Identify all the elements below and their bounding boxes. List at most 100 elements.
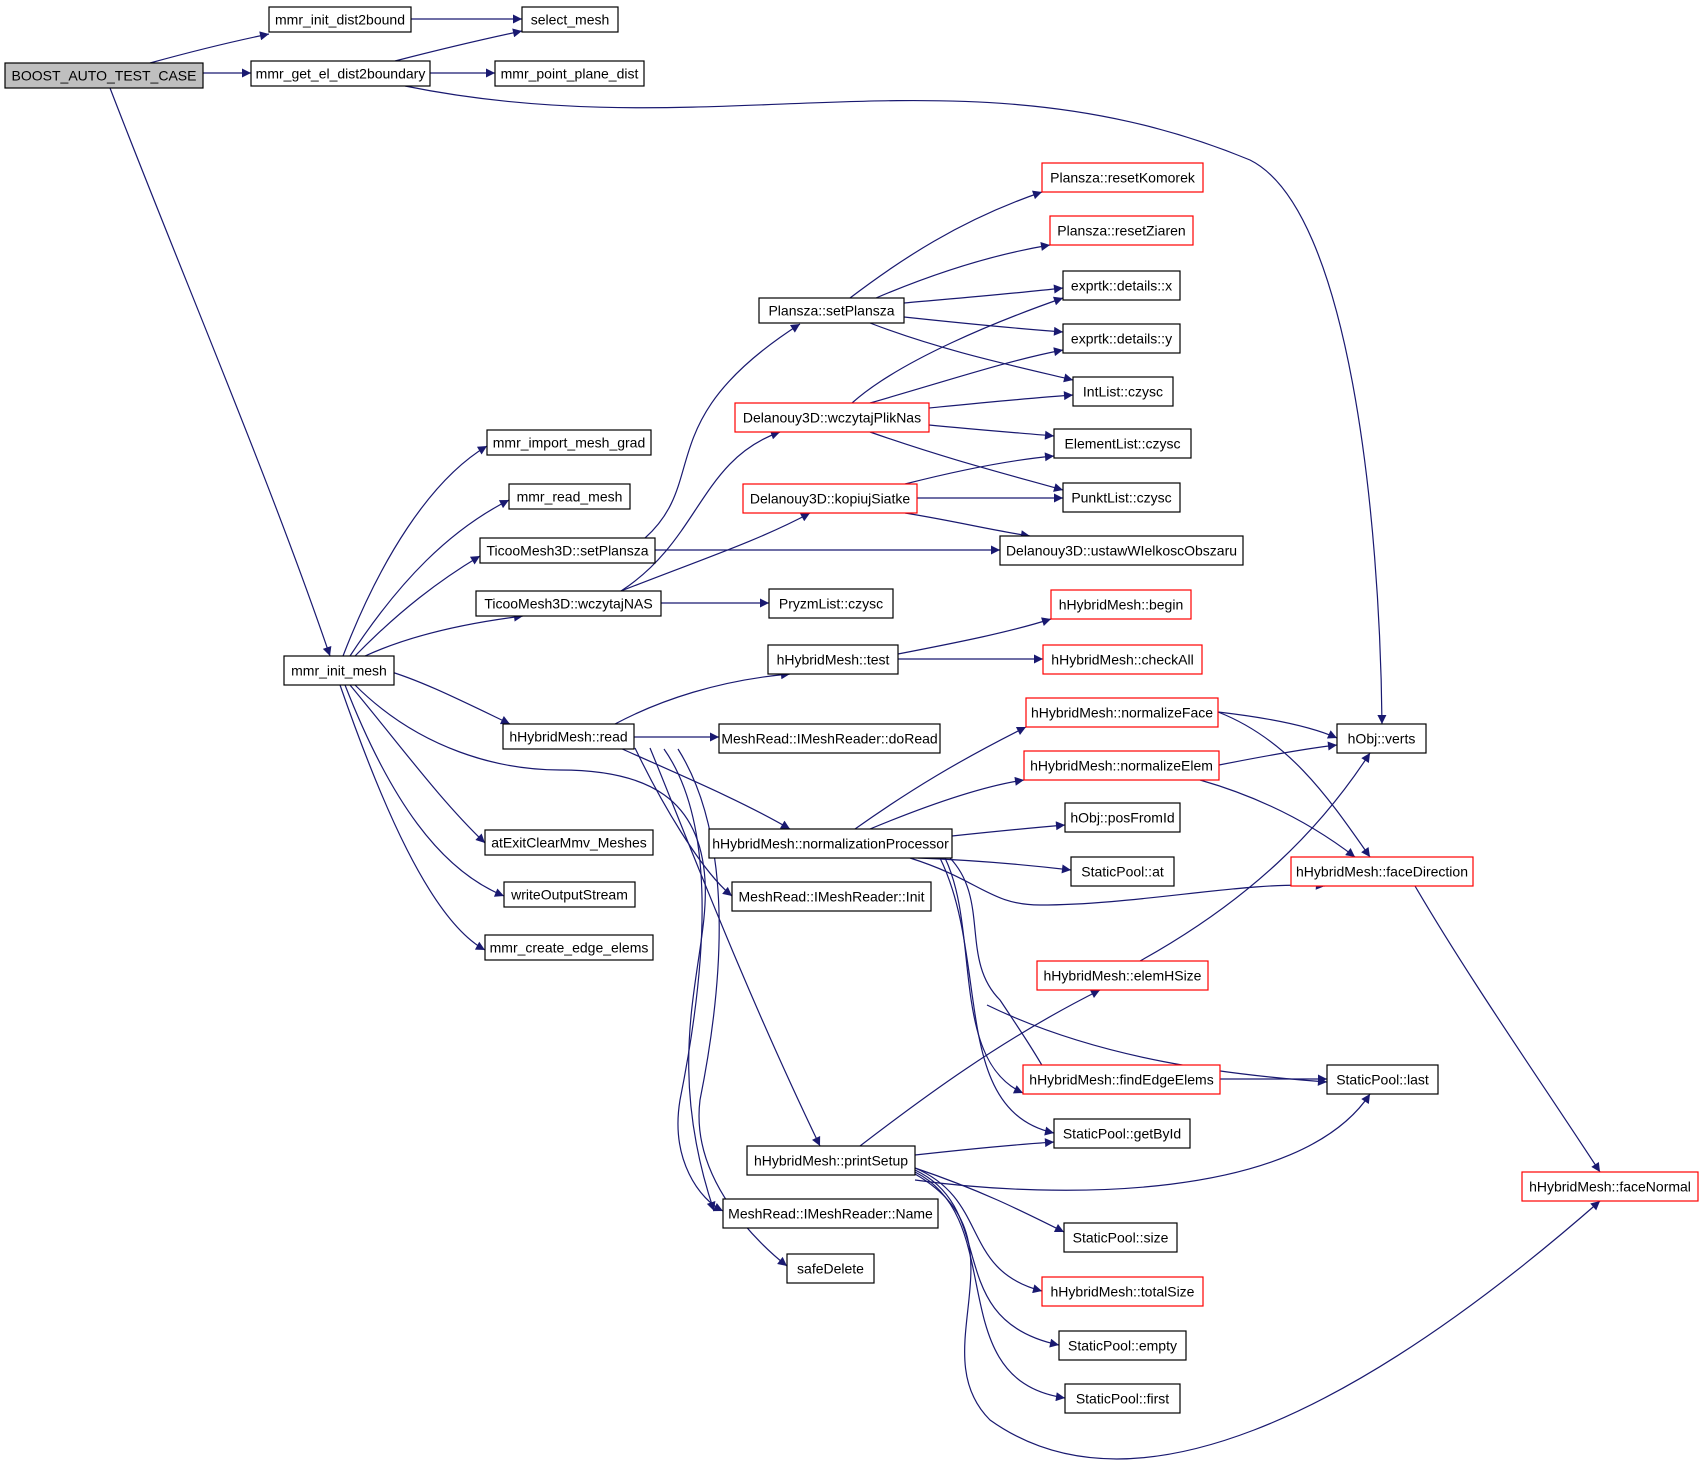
function-node[interactable]: StaticPool::size <box>1063 1222 1178 1253</box>
function-node[interactable]: hObj::verts <box>1336 723 1427 754</box>
function-node[interactable]: StaticPool::empty <box>1058 1330 1187 1361</box>
call-edge <box>364 612 524 657</box>
call-edge <box>1139 752 1371 962</box>
function-node[interactable]: ElementList::czysc <box>1053 428 1192 459</box>
call-edge <box>903 284 1064 304</box>
function-node[interactable]: exprtk::details::x <box>1062 270 1181 301</box>
call-edge <box>939 857 1055 1136</box>
function-node-label: StaticPool::at <box>1081 864 1164 880</box>
function-node[interactable]: mmr_create_edge_elems <box>484 934 654 961</box>
call-edge <box>851 296 1064 404</box>
function-node[interactable]: BOOST_AUTO_TEST_CASE <box>4 62 204 89</box>
call-edge <box>928 424 1055 440</box>
function-node[interactable]: Plansza::resetZiaren <box>1049 215 1194 246</box>
call-edge <box>904 452 1055 485</box>
call-edge <box>903 316 1064 336</box>
function-node[interactable]: hHybridMesh::normalizeElem <box>1023 750 1220 781</box>
function-node-label: mmr_get_el_dist2boundary <box>256 66 426 82</box>
function-node[interactable]: hHybridMesh::begin <box>1050 589 1192 620</box>
function-node-label: StaticPool::first <box>1076 1391 1169 1407</box>
function-node-box <box>1041 162 1204 193</box>
function-node[interactable]: MeshRead::IMeshReader::Name <box>722 1198 939 1229</box>
function-node[interactable]: hHybridMesh::normalizeFace <box>1025 697 1219 728</box>
function-node[interactable]: select_mesh <box>521 6 619 33</box>
function-node-box <box>479 537 656 564</box>
function-node[interactable]: writeOutputStream <box>503 881 636 908</box>
function-node[interactable]: mmr_get_el_dist2boundary <box>250 60 431 87</box>
function-node[interactable]: mmr_point_plane_dist <box>494 60 645 87</box>
function-node[interactable]: hHybridMesh::printSetup <box>746 1145 916 1176</box>
function-node[interactable]: hHybridMesh::checkAll <box>1042 644 1203 675</box>
function-node[interactable]: hHybridMesh::elemHSize <box>1036 960 1209 991</box>
function-node-box <box>1049 215 1194 246</box>
function-node-label: mmr_point_plane_dist <box>501 66 639 82</box>
call-edge <box>1217 711 1338 739</box>
function-node[interactable]: StaticPool::getById <box>1053 1118 1191 1149</box>
function-node-label: hHybridMesh::elemHSize <box>1044 968 1202 984</box>
call-edges <box>109 14 1601 1460</box>
function-node[interactable]: mmr_read_mesh <box>508 483 631 510</box>
function-node[interactable]: TicooMesh3D::setPlansza <box>479 537 656 564</box>
function-node[interactable]: Delanouy3D::ustawWIelkoscObszaru <box>999 535 1244 566</box>
function-node[interactable]: hHybridMesh::findEdgeElems <box>1022 1064 1221 1095</box>
function-node[interactable]: Plansza::setPlansza <box>758 297 905 324</box>
function-node-box <box>1058 1330 1187 1361</box>
function-node-label: hObj::verts <box>1348 731 1416 747</box>
function-node[interactable]: StaticPool::at <box>1070 856 1175 887</box>
call-edge <box>914 1093 1371 1191</box>
function-node-box <box>758 297 905 324</box>
function-node[interactable]: hHybridMesh::faceDirection <box>1290 856 1474 887</box>
function-node[interactable]: Delanouy3D::wczytajPlikNas <box>734 402 930 433</box>
function-node-label: Plansza::resetKomorek <box>1050 170 1196 186</box>
function-node-box <box>1053 1118 1191 1149</box>
function-node[interactable]: Delanouy3D::kopiujSiatke <box>742 483 918 514</box>
function-node[interactable]: hHybridMesh::test <box>767 644 899 675</box>
function-node-label: safeDelete <box>797 1261 864 1277</box>
function-node-label: MeshRead::IMeshReader::doRead <box>721 731 937 747</box>
function-node-label: hHybridMesh::checkAll <box>1051 652 1193 668</box>
function-node[interactable]: StaticPool::last <box>1326 1064 1439 1095</box>
function-node-box <box>1053 428 1192 459</box>
function-node[interactable]: safeDelete <box>786 1253 875 1284</box>
function-node-label: hHybridMesh::begin <box>1059 597 1184 613</box>
function-node[interactable]: hHybridMesh::read <box>502 723 635 750</box>
function-node-box <box>1042 644 1203 675</box>
function-node-label: writeOutputStream <box>510 887 628 903</box>
call-edge <box>1217 711 1371 858</box>
function-node[interactable]: TicooMesh3D::wczytajNAS <box>475 590 662 617</box>
function-node[interactable]: mmr_init_dist2bound <box>268 6 412 33</box>
call-edge <box>909 857 1326 906</box>
call-edge <box>854 726 1027 830</box>
function-node[interactable]: PryzmList::czysc <box>768 588 894 619</box>
function-node-label: Delanouy3D::wczytajPlikNas <box>743 410 921 426</box>
function-node[interactable]: hObj::posFromId <box>1064 802 1181 833</box>
call-edge <box>344 684 505 897</box>
call-edge <box>349 684 486 844</box>
function-node-box <box>508 483 631 510</box>
function-node[interactable]: IntList::czysc <box>1072 376 1174 407</box>
function-node[interactable]: PunktList::czysc <box>1062 482 1181 513</box>
function-node[interactable]: exprtk::details::y <box>1062 323 1181 354</box>
function-node-label: hHybridMesh::totalSize <box>1051 1284 1195 1300</box>
function-node[interactable]: StaticPool::first <box>1064 1383 1181 1414</box>
function-node[interactable]: hHybridMesh::totalSize <box>1041 1276 1204 1307</box>
function-node[interactable]: MeshRead::IMeshReader::Init <box>731 881 932 912</box>
function-node-label: PryzmList::czysc <box>779 596 883 612</box>
function-node-label: Plansza::setPlansza <box>768 303 894 319</box>
function-node-label: atExitClearMmv_Meshes <box>491 835 647 851</box>
call-edge <box>1199 779 1356 858</box>
function-node-box <box>1062 323 1181 354</box>
function-node-box <box>768 588 894 619</box>
function-node[interactable]: mmr_init_mesh <box>283 655 395 686</box>
call-edge <box>875 242 1051 299</box>
function-node[interactable]: MeshRead::IMeshReader::doRead <box>718 723 941 754</box>
function-node-box <box>1072 376 1174 407</box>
function-node[interactable]: atExitClearMmv_Meshes <box>484 829 654 856</box>
function-node-label: StaticPool::getById <box>1063 1126 1181 1142</box>
call-edge <box>944 857 1024 1094</box>
function-node[interactable]: Plansza::resetKomorek <box>1041 162 1204 193</box>
function-node[interactable]: mmr_import_mesh_grad <box>486 429 652 456</box>
function-node[interactable]: hHybridMesh::normalizationProcessor <box>708 828 953 859</box>
call-edge <box>859 989 1101 1147</box>
function-node[interactable]: hHybridMesh::faceNormal <box>1521 1171 1699 1202</box>
